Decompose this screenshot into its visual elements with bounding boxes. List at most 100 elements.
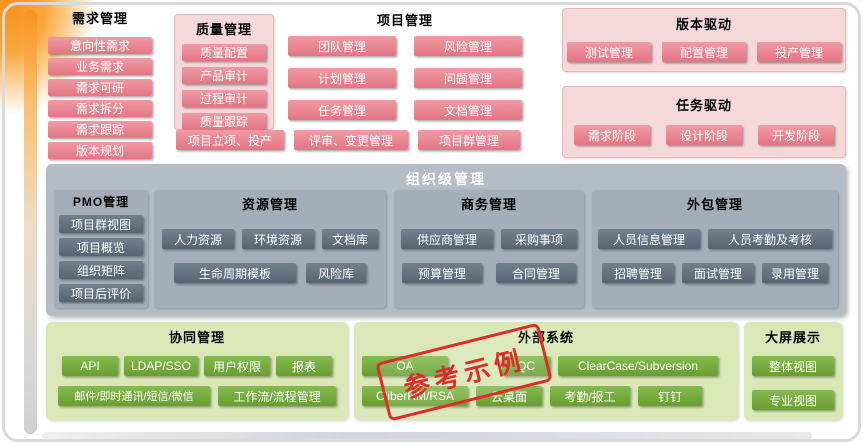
requirement-item: 版本规划	[48, 142, 152, 159]
pmo-item: 项目概览	[59, 238, 143, 256]
business-title: 商务管理	[460, 197, 517, 212]
project-title: 项目管理	[376, 13, 433, 28]
quality-item: 质量跟踪	[182, 113, 266, 130]
requirement-item: 业务需求	[48, 58, 152, 75]
project-item: 风险管理	[414, 36, 522, 56]
project-grid: 团队管理 计划管理 任务管理 风险管理 问题管理 文档管理	[288, 36, 522, 120]
project-item: 任务管理	[288, 100, 396, 120]
resource-panel: 资源管理 人力资源 环境资源 文档库 生命周期模板 风险库	[154, 190, 386, 308]
external-item: ClearCase/Subversion	[558, 356, 718, 376]
resource-row-1: 人力资源 环境资源 文档库	[154, 229, 386, 249]
collaboration-item: 报表	[276, 356, 332, 376]
project-column-left: 团队管理 计划管理 任务管理	[288, 36, 396, 120]
external-item: 云桌面	[476, 386, 542, 406]
pmo-item: 组织矩阵	[59, 261, 143, 279]
external-systems-section: 外部系统 OA QC ClearCase/Subversion CliberRM…	[354, 322, 738, 420]
outsourcing-item: 面试管理	[682, 263, 754, 283]
quality-item: 过程审计	[182, 90, 266, 107]
project-bottom-row: 项目立项、投产 评审、变更管理 项目群管理	[176, 130, 520, 150]
pmo-item: 项目群视图	[59, 215, 143, 233]
external-item: 考勤/报工	[550, 386, 630, 406]
project-column-right: 风险管理 问题管理 文档管理	[414, 36, 522, 120]
requirement-item: 需求拆分	[48, 100, 152, 117]
project-item: 项目群管理	[418, 130, 520, 150]
version-driven-row: 测试管理 配置管理 投产管理	[563, 42, 845, 62]
quality-section: 质量管理 质量配置 产品审计 过程审计 质量跟踪	[174, 14, 274, 130]
task-driven-title: 任务驱动	[675, 98, 732, 113]
version-item: 测试管理	[567, 42, 651, 62]
pmo-item: 项目后评价	[59, 284, 143, 302]
project-item: 团队管理	[288, 36, 396, 56]
project-item: 计划管理	[288, 68, 396, 88]
quality-title: 质量管理	[195, 22, 252, 37]
outsourcing-title: 外包管理	[686, 197, 743, 212]
project-item: 文档管理	[414, 100, 522, 120]
resource-item: 人力资源	[162, 229, 234, 249]
business-item: 采购事项	[501, 229, 577, 249]
requirements-section: 需求管理 意向性需求 业务需求 需求可研 需求拆分 需求跟踪 版本规划	[48, 8, 152, 159]
display-section: 大屏展示 整体视图 专业视图	[744, 322, 842, 420]
business-panel: 商务管理 供应商管理 采购事项 预算管理 合同管理	[394, 190, 584, 308]
resource-row-2: 生命周期模板 风险库	[154, 263, 386, 283]
collaboration-item: API	[62, 356, 118, 376]
organization-title: 组织级管理	[406, 171, 486, 187]
outsourcing-item: 人员考勤及考核	[708, 229, 832, 249]
collaboration-item: 工作流/流程管理	[218, 386, 336, 406]
collaboration-item: 用户权限	[204, 356, 270, 376]
collaboration-row-1: API LDAP/SSO 用户权限 报表	[46, 356, 348, 376]
resource-item: 生命周期模板	[174, 263, 296, 283]
bottom-edge-decoration	[42, 432, 812, 440]
requirement-item: 需求跟踪	[48, 121, 152, 138]
quality-item: 产品审计	[182, 67, 266, 84]
pmo-panel: PMO管理 项目群视图 项目概览 组织矩阵 项目后评价	[54, 190, 148, 308]
version-driven-title: 版本驱动	[675, 17, 732, 32]
outsourcing-item: 招聘管理	[602, 263, 674, 283]
outsourcing-panel: 外包管理 人员信息管理 人员考勤及考核 招聘管理 面试管理 录用管理	[592, 190, 838, 308]
task-item: 开发阶段	[758, 125, 834, 145]
outsourcing-row-1: 人员信息管理 人员考勤及考核	[592, 229, 838, 249]
display-item: 整体视图	[752, 356, 834, 376]
display-item: 专业视图	[752, 390, 834, 410]
external-item: CliberRM/RSA	[362, 386, 468, 406]
collaboration-item: 邮件/即时通讯/短信/微信	[58, 386, 210, 406]
collaboration-section: 协同管理 API LDAP/SSO 用户权限 报表 邮件/即时通讯/短信/微信 …	[46, 322, 348, 420]
resource-title: 资源管理	[241, 197, 298, 212]
external-row-1: OA QC ClearCase/Subversion	[354, 356, 738, 376]
external-item: OA	[362, 356, 448, 376]
resource-item: 文档库	[322, 229, 378, 249]
requirement-item: 意向性需求	[48, 37, 152, 54]
task-item: 设计阶段	[666, 125, 742, 145]
external-systems-title: 外部系统	[517, 330, 574, 345]
collaboration-row-2: 邮件/即时通讯/短信/微信 工作流/流程管理	[46, 386, 348, 406]
resource-item: 风险库	[306, 263, 366, 283]
requirements-title: 需求管理	[71, 11, 128, 26]
outsourcing-item: 人员信息管理	[598, 229, 700, 249]
business-item: 合同管理	[496, 263, 576, 283]
outsourcing-item: 录用管理	[762, 263, 828, 283]
business-row-1: 供应商管理 采购事项	[394, 229, 584, 249]
collaboration-title: 协同管理	[168, 330, 225, 345]
external-item: 钉钉	[638, 386, 702, 406]
project-item: 评审、变更管理	[294, 130, 408, 150]
business-item: 供应商管理	[401, 229, 493, 249]
collaboration-item: LDAP/SSO	[124, 356, 198, 376]
version-item: 配置管理	[662, 42, 746, 62]
outsourcing-row-2: 招聘管理 面试管理 录用管理	[592, 263, 838, 283]
quality-item: 质量配置	[182, 44, 266, 61]
left-edge-decoration	[24, 10, 37, 434]
task-driven-section: 任务驱动 需求阶段 设计阶段 开发阶段	[562, 86, 846, 158]
resource-item: 环境资源	[242, 229, 314, 249]
business-item: 预算管理	[402, 263, 482, 283]
version-driven-section: 版本驱动 测试管理 配置管理 投产管理	[562, 8, 846, 72]
requirement-item: 需求可研	[48, 79, 152, 96]
task-driven-row: 需求阶段 设计阶段 开发阶段	[563, 125, 845, 145]
organization-section: 组织级管理 PMO管理 项目群视图 项目概览 组织矩阵 项目后评价 资源管理 人…	[46, 164, 846, 316]
project-item: 项目立项、投产	[176, 130, 284, 150]
version-item: 投产管理	[757, 42, 841, 62]
external-item: QC	[502, 356, 550, 376]
project-item: 问题管理	[414, 68, 522, 88]
business-row-2: 预算管理 合同管理	[394, 263, 584, 283]
external-row-2: CliberRM/RSA 云桌面 考勤/报工 钉钉	[354, 386, 738, 406]
task-item: 需求阶段	[574, 125, 650, 145]
